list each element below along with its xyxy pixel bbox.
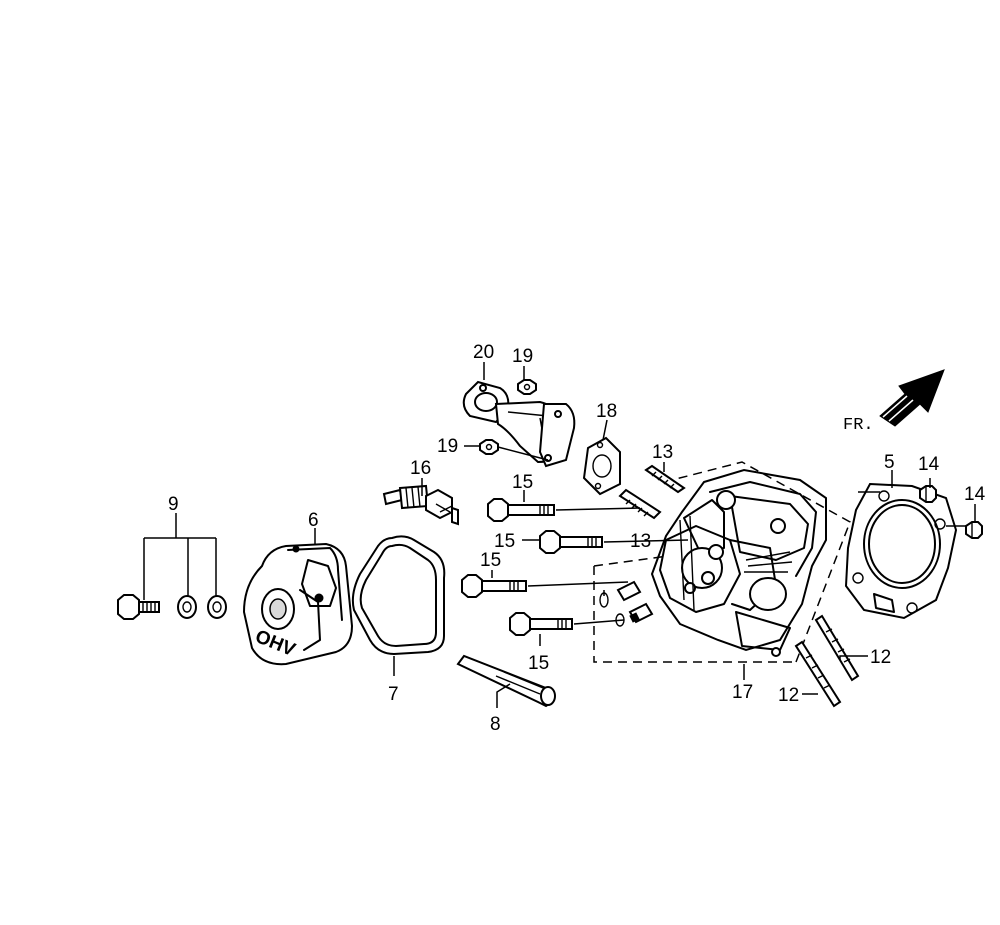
part-14-dowel-a <box>919 485 937 503</box>
callout-14b: 14 <box>964 484 986 505</box>
part-13-stud-a <box>644 464 686 494</box>
part-9-bolt-washer-set <box>117 513 227 620</box>
part-18-exhaust-gasket <box>582 436 621 496</box>
callout-19a: 19 <box>512 346 533 367</box>
callout-12b: 12 <box>778 685 799 706</box>
callout-15d: 15 <box>528 653 549 674</box>
part-8-tube <box>456 654 556 708</box>
leader-lines <box>314 362 976 708</box>
part-17-assembly-outline <box>593 461 851 663</box>
washer-9b <box>207 595 227 619</box>
part-15-bolt-c <box>461 574 527 598</box>
part-6-head-cover: OHV <box>242 542 354 666</box>
part-16-spark-plug <box>382 484 459 526</box>
callout-15c: 15 <box>480 550 501 571</box>
part-15-bolt-d <box>509 612 573 636</box>
part-13-stud-b <box>618 488 662 520</box>
callout-labels: 9 6 7 8 16 20 19 19 18 13 13 15 15 15 15… <box>168 342 986 735</box>
callout-15a: 15 <box>512 472 533 493</box>
part-20-exhaust-pipe <box>462 380 576 468</box>
part-12-stud-a <box>814 614 860 682</box>
part-15-bolt-a <box>487 498 555 522</box>
callout-14a: 14 <box>918 454 940 475</box>
callout-8: 8 <box>490 714 501 735</box>
callout-5: 5 <box>884 452 895 473</box>
callout-16: 16 <box>410 458 431 479</box>
callout-12a: 12 <box>870 647 891 668</box>
callout-13a: 13 <box>652 442 673 463</box>
front-direction-marker: FR. <box>843 369 945 435</box>
callout-9: 9 <box>168 494 179 515</box>
callout-6: 6 <box>308 510 319 531</box>
part-5-head-gasket <box>844 482 958 620</box>
bolt-9 <box>117 594 160 620</box>
part-19-nut-b <box>479 439 499 455</box>
part-17-small-components <box>599 580 654 627</box>
callout-15b: 15 <box>494 531 515 552</box>
callout-18: 18 <box>596 401 617 422</box>
front-arrow-icon <box>879 369 945 427</box>
front-label: FR. <box>843 416 874 435</box>
part-19-nut-a <box>517 379 537 395</box>
callout-17: 17 <box>732 682 753 703</box>
callout-20: 20 <box>473 342 494 363</box>
washer-9a <box>177 595 197 619</box>
callout-19b: 19 <box>437 436 458 457</box>
callout-13b: 13 <box>630 531 651 552</box>
part-7-gasket <box>351 535 446 655</box>
part-15-bolt-b <box>539 530 603 554</box>
callout-7: 7 <box>388 684 399 705</box>
part-17-cylinder-head <box>650 468 827 657</box>
part-12-stud-b <box>794 640 842 708</box>
part-14-dowel-b <box>965 521 983 539</box>
